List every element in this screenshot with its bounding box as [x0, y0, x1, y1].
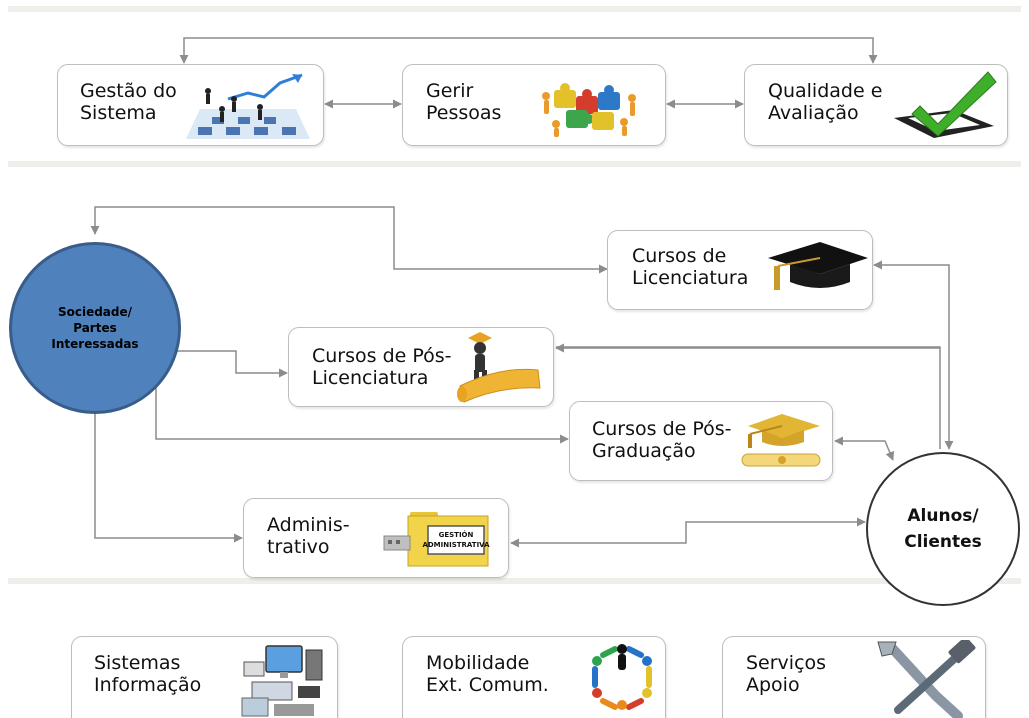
- svg-text:ADMINISTRATIVA: ADMINISTRATIVA: [422, 541, 490, 549]
- label-cursos-pos-licenciatura: Cursos de Pós-Licenciatura: [312, 345, 452, 389]
- label-sociedade-3: Interessadas: [51, 337, 139, 351]
- arrow-alunos-admin: [510, 517, 866, 548]
- label-sociedade-2: Partes: [73, 321, 117, 335]
- svg-text:GESTIÓN: GESTIÓN: [439, 530, 474, 539]
- usb-folder-icon: GESTIÓN ADMINISTRATIVA: [383, 512, 490, 567]
- top-band: [8, 6, 1021, 12]
- node-sociedade[interactable]: Sociedade/ Partes Interessadas: [9, 242, 181, 414]
- graduation-cap-icon: [768, 242, 868, 290]
- arrow-alunos-licenciatura: [873, 260, 954, 450]
- computer-devices-icon: [241, 645, 323, 717]
- label-alunos-1: Alunos/: [907, 506, 979, 526]
- arrow-sociedade-licenciatura: [90, 206, 608, 274]
- arrow-alunos-poslic: [556, 346, 941, 449]
- puzzle-people-icon: [542, 83, 636, 137]
- business-chart-icon: [186, 73, 310, 139]
- label-sociedade-1: Sociedade/: [57, 305, 133, 319]
- people-circle-icon: [592, 644, 652, 710]
- lower-separator: [8, 578, 1021, 584]
- checkmark-box-icon: [894, 71, 997, 138]
- label-administrativo: Adminis-trativo: [267, 514, 350, 558]
- node-alunos[interactable]: Alunos/ Clientes: [866, 452, 1020, 606]
- arrow-alunos-posgrad: [834, 436, 895, 461]
- arrow-gestao-qualidade: [179, 37, 878, 64]
- arrow-sociedade-poslic: [159, 346, 288, 378]
- label-alunos-2: Clientes: [904, 532, 982, 552]
- diploma-person-icon: [457, 332, 541, 403]
- box-cursos-pos-licenciatura[interactable]: [288, 327, 554, 407]
- label-cursos-pos-graduacao: Cursos de Pós-Graduação: [592, 418, 732, 462]
- upper-separator: [8, 161, 1021, 167]
- wrench-hammer-icon: [877, 640, 976, 718]
- arrow-sociedade-admin: [90, 373, 243, 543]
- gold-cap-diploma-icon: [741, 414, 821, 467]
